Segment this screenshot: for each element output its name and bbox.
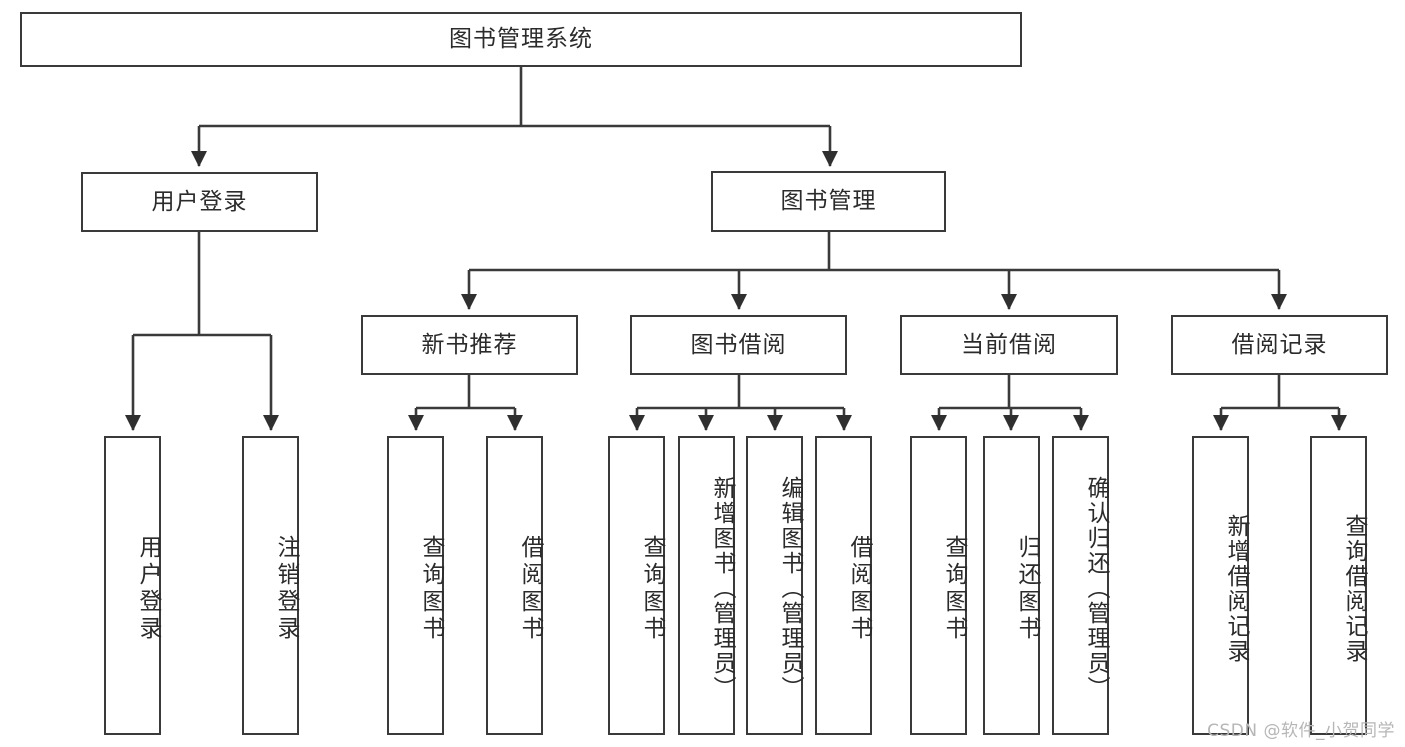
node-leaf-borrow-edit-label: 编辑图书（管理员） [777, 476, 803, 701]
node-book-manage[interactable]: 图书管理 [711, 171, 946, 232]
node-leaf-rec-add[interactable]: 新增借阅记录 [1192, 436, 1249, 735]
node-leaf-cur-confirm[interactable]: 确认归还（管理员） [1052, 436, 1109, 735]
node-user-login[interactable]: 用户登录 [81, 172, 318, 232]
watermark: CSDN @软件_小贺同学 [1207, 721, 1395, 741]
node-leaf-cur-confirm-label: 确认归还（管理员） [1083, 476, 1109, 701]
node-leaf-user-login[interactable]: 用户登录 [104, 436, 161, 735]
node-leaf-borrow-edit[interactable]: 编辑图书（管理员） [746, 436, 803, 735]
node-leaf-borrow-lend-label: 借阅图书 [846, 534, 872, 643]
node-user-login-label: 用户登录 [151, 188, 248, 215]
node-leaf-rec-add-label: 新增借阅记录 [1223, 513, 1249, 664]
node-borrow-record[interactable]: 借阅记录 [1171, 315, 1388, 375]
node-leaf-rec-query2[interactable]: 查询借阅记录 [1310, 436, 1367, 735]
node-book-borrow-label: 图书借阅 [690, 331, 787, 358]
node-new-book-rec[interactable]: 新书推荐 [361, 315, 578, 375]
node-leaf-rec-borrow-label: 借阅图书 [517, 534, 543, 643]
node-new-book-rec-label: 新书推荐 [421, 331, 518, 358]
node-current-borrow[interactable]: 当前借阅 [900, 315, 1118, 375]
node-leaf-rec-query2-label: 查询借阅记录 [1341, 513, 1367, 664]
node-leaf-borrow-query[interactable]: 查询图书 [608, 436, 665, 735]
node-leaf-rec-query[interactable]: 查询图书 [387, 436, 444, 735]
node-leaf-user-logout-label: 注销登录 [273, 534, 299, 643]
node-leaf-rec-borrow[interactable]: 借阅图书 [486, 436, 543, 735]
node-leaf-rec-query-label: 查询图书 [418, 534, 444, 643]
node-leaf-cur-query[interactable]: 查询图书 [910, 436, 967, 735]
node-root-label: 图书管理系统 [449, 26, 593, 52]
node-current-borrow-label: 当前借阅 [961, 331, 1057, 358]
node-leaf-borrow-add-label: 新增图书（管理员） [709, 476, 735, 701]
node-leaf-cur-return-label: 归还图书 [1014, 534, 1040, 643]
node-root[interactable]: 图书管理系统 [20, 12, 1022, 67]
node-leaf-cur-query-label: 查询图书 [941, 534, 967, 643]
node-book-borrow[interactable]: 图书借阅 [630, 315, 847, 375]
node-leaf-user-logout[interactable]: 注销登录 [242, 436, 299, 735]
node-leaf-borrow-query-label: 查询图书 [639, 534, 665, 643]
node-book-manage-label: 图书管理 [780, 188, 877, 214]
node-leaf-borrow-add[interactable]: 新增图书（管理员） [678, 436, 735, 735]
node-leaf-borrow-lend[interactable]: 借阅图书 [815, 436, 872, 735]
node-borrow-record-label: 借阅记录 [1231, 331, 1328, 358]
node-leaf-user-login-label: 用户登录 [135, 534, 161, 643]
node-leaf-cur-return[interactable]: 归还图书 [983, 436, 1040, 735]
